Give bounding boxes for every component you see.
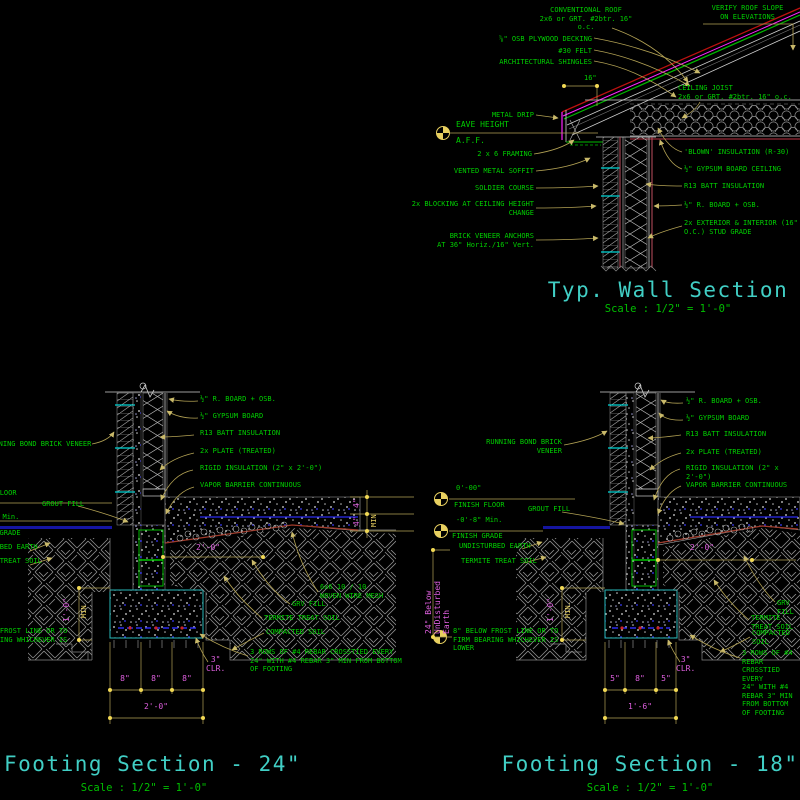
label-gypsum-ceiling: ½" GYPSUM BOARD CEILING (684, 165, 781, 173)
f24-label-finish-floor: FINISH FLOOR (0, 489, 17, 497)
label-blown-insulation: 'BLOWN' INSULATION (R-30) (684, 148, 790, 156)
f18-label-brick-veneer: RUNNING BOND BRICK VENEER (486, 438, 562, 455)
wall-section-title: Typ. Wall Section (547, 278, 789, 302)
f24-dim-4b: 4" (352, 516, 361, 526)
label-arch-shingles: ARCHITECTURAL SHINGLES (499, 58, 592, 66)
f18-dim-clr: 3" CLR. (676, 655, 696, 673)
label-eave-height: EAVE HEIGHT (456, 120, 509, 129)
f18-label-grout-fill: GROUT FILL (528, 505, 571, 513)
wall-section-drawing (436, 7, 800, 272)
label-r13-batt: R13 BATT INSULATION (684, 182, 765, 190)
f18-dim-vmin: MIN. (564, 601, 572, 618)
f24-label-grv-fill: GRV FILL (292, 600, 326, 608)
label-r-board: ½" R. BOARD + OSB. (684, 201, 760, 209)
footing-18-scale: Scale : 1/2" = 1'-0" (586, 782, 714, 794)
f24-label-gypsum: ½" GYPSUM BOARD (200, 412, 264, 420)
f24-label-rebar: 3 ROWS OF #4 REBAR CROSSTIED EVERY 24" W… (250, 648, 402, 673)
f24-label-frost-line: 8" BELOW FROST LINE OR TO FIRM BEARING W… (0, 627, 68, 644)
f18-dim-5b: 5" (661, 674, 671, 683)
f18-label-r13: R13 BATT INSULATION (686, 430, 767, 438)
footing-18-drawing (431, 382, 800, 724)
label-osb-decking: ⅝" OSB PLYWOOD DECKING (499, 35, 592, 43)
f24-label-vapor: VAPOR BARRIER CONTINUOUS (200, 481, 302, 489)
footing-24-drawing (0, 382, 414, 724)
label-felt: #30 FELT (558, 47, 592, 55)
f24-label-compacted: COMPACTED SOIL (266, 628, 326, 636)
label-ceiling-joist: CEILING JOIST 2x6 or GRT. #2btr. 16" o.c… (678, 84, 792, 101)
footing-24-scale: Scale : 1/2" = 1'-0" (80, 782, 208, 794)
f18-label-elev0: 0'-00" (456, 484, 482, 492)
f18-dim-slab: 2'-0" (690, 543, 715, 552)
label-framing: 2 x 6 FRAMING (477, 150, 532, 158)
f18-label-grv-fill: GRV FILL (777, 599, 794, 616)
footing-18-title: Footing Section - 18" (501, 752, 799, 776)
f24-label-undisturbed: UNDISTURBED EARTH (0, 543, 38, 551)
label-vented-soffit: VENTED METAL SOFFIT (453, 167, 534, 175)
label-aff: A.F.F. (456, 136, 485, 145)
f24-dim-8c: 8" (182, 674, 192, 683)
f18-label-r-board: ½" R. BOARD + OSB. (686, 397, 762, 405)
f18-dim-below24: 24" Below UnDisturbed Earth (424, 581, 451, 634)
f24-dim-8a: 8" (120, 674, 130, 683)
label-verify-roof-slope: VERIFY ROOF SLOPE ON ELEVATIONS (711, 4, 784, 21)
f24-label-grout-fill: GROUT FILL (42, 500, 85, 508)
f24-dim-vmin: MIN (80, 605, 88, 618)
label-blocking: 2x BLOCKING AT CEILING HEIGHT CHANGE (411, 200, 534, 217)
f24-dim-v1: 1'-0" (62, 597, 71, 622)
f24-dim-4min: MIN (370, 514, 378, 527)
f24-label-termite: TERMITE TREAT SOIL (264, 614, 340, 622)
wall-section-scale: Scale : 1/2" = 1'-0" (604, 303, 732, 315)
f24-label-plate: 2x PLATE (TREATED) (200, 447, 276, 455)
f18-label-plate: 2x PLATE (TREATED) (686, 448, 762, 456)
f24-label-rigid: RIGID INSULATION (2" x 2'-0") (200, 464, 323, 472)
f24-label-r13: R13 BATT INSULATION (200, 429, 281, 437)
f24-dim-8b: 8" (151, 674, 161, 683)
f18-label-finish-floor: FINISH FLOOR (454, 501, 505, 509)
f24-label-r-board: ½" R. BOARD + OSB. (200, 395, 276, 403)
f24-dim-clr: 3" CLR. (206, 655, 226, 673)
f18-label-termite-left: TERMITE TREAT SOIL (461, 557, 537, 565)
f18-label-undisturbed: UNDISTURBED EARTH (459, 542, 531, 550)
footing-24-title: Footing Section - 24" (4, 752, 302, 776)
f18-label-termite: TERMITE TREAT SOIL (751, 614, 794, 631)
f18-dim-total: 1'-6" (627, 702, 653, 711)
f18-label-gypsum: ½" GYPSUM BOARD (686, 414, 750, 422)
f18-dim-8: 8" (635, 674, 645, 683)
f18-label-vapor: VAPOR BARRIER CONTINUOUS (686, 481, 788, 489)
f18-dim-v1: 1'-0" (546, 597, 555, 622)
label-stud-grade: 2x EXTERIOR & INTERIOR (16" O.C.) STUD G… (684, 219, 798, 236)
f24-label-brick-veneer: RUNNING BOND BRICK VENEER (0, 440, 92, 448)
f24-label-min8: -0'-8" Min. (2, 513, 20, 521)
f18-label-min8: -0'-8" Min. (456, 516, 503, 524)
f24-dim-slab: 2'-0" (196, 543, 221, 552)
label-metal-drip: METAL DRIP (491, 111, 534, 119)
f24-dim-total: 2'-0" (143, 702, 169, 711)
f24-dim-4a: 4" (352, 498, 361, 508)
label-conventional-roof: CONVENTIONAL ROOF 2x6 or GRT. #2btr. 16"… (539, 6, 633, 31)
label-soldier-course: SOLDIER COURSE (474, 184, 534, 192)
f24-label-termite-left: TERMITE TREAT SOIL (0, 557, 42, 565)
f18-label-rigid: RIGID INSULATION (2" x 2'-0") (686, 464, 779, 481)
label-brick-anchors: BRICK VENEER ANCHORS AT 36" Horiz./16" V… (437, 232, 534, 249)
f24-label-wire-mesh: 6x6 10 / 10 WOVEN WIRE MESH (320, 583, 384, 600)
label-dim-16: 16" (584, 74, 597, 82)
f18-label-rebar: 3 ROWS OF #4 REBAR CROSSTIED EVERY 24" W… (742, 649, 793, 717)
f18-label-finish-grade: FINISH GRADE (452, 532, 503, 540)
f18-dim-5a: 5" (610, 674, 620, 683)
f24-label-finish-grade: FINISH GRADE (0, 529, 21, 537)
f18-label-frost-line: 8" BELOW FROST LINE OR TO FIRM BEARING W… (453, 627, 559, 652)
f18-label-compacted: COMPACTED SOIL (752, 629, 790, 646)
